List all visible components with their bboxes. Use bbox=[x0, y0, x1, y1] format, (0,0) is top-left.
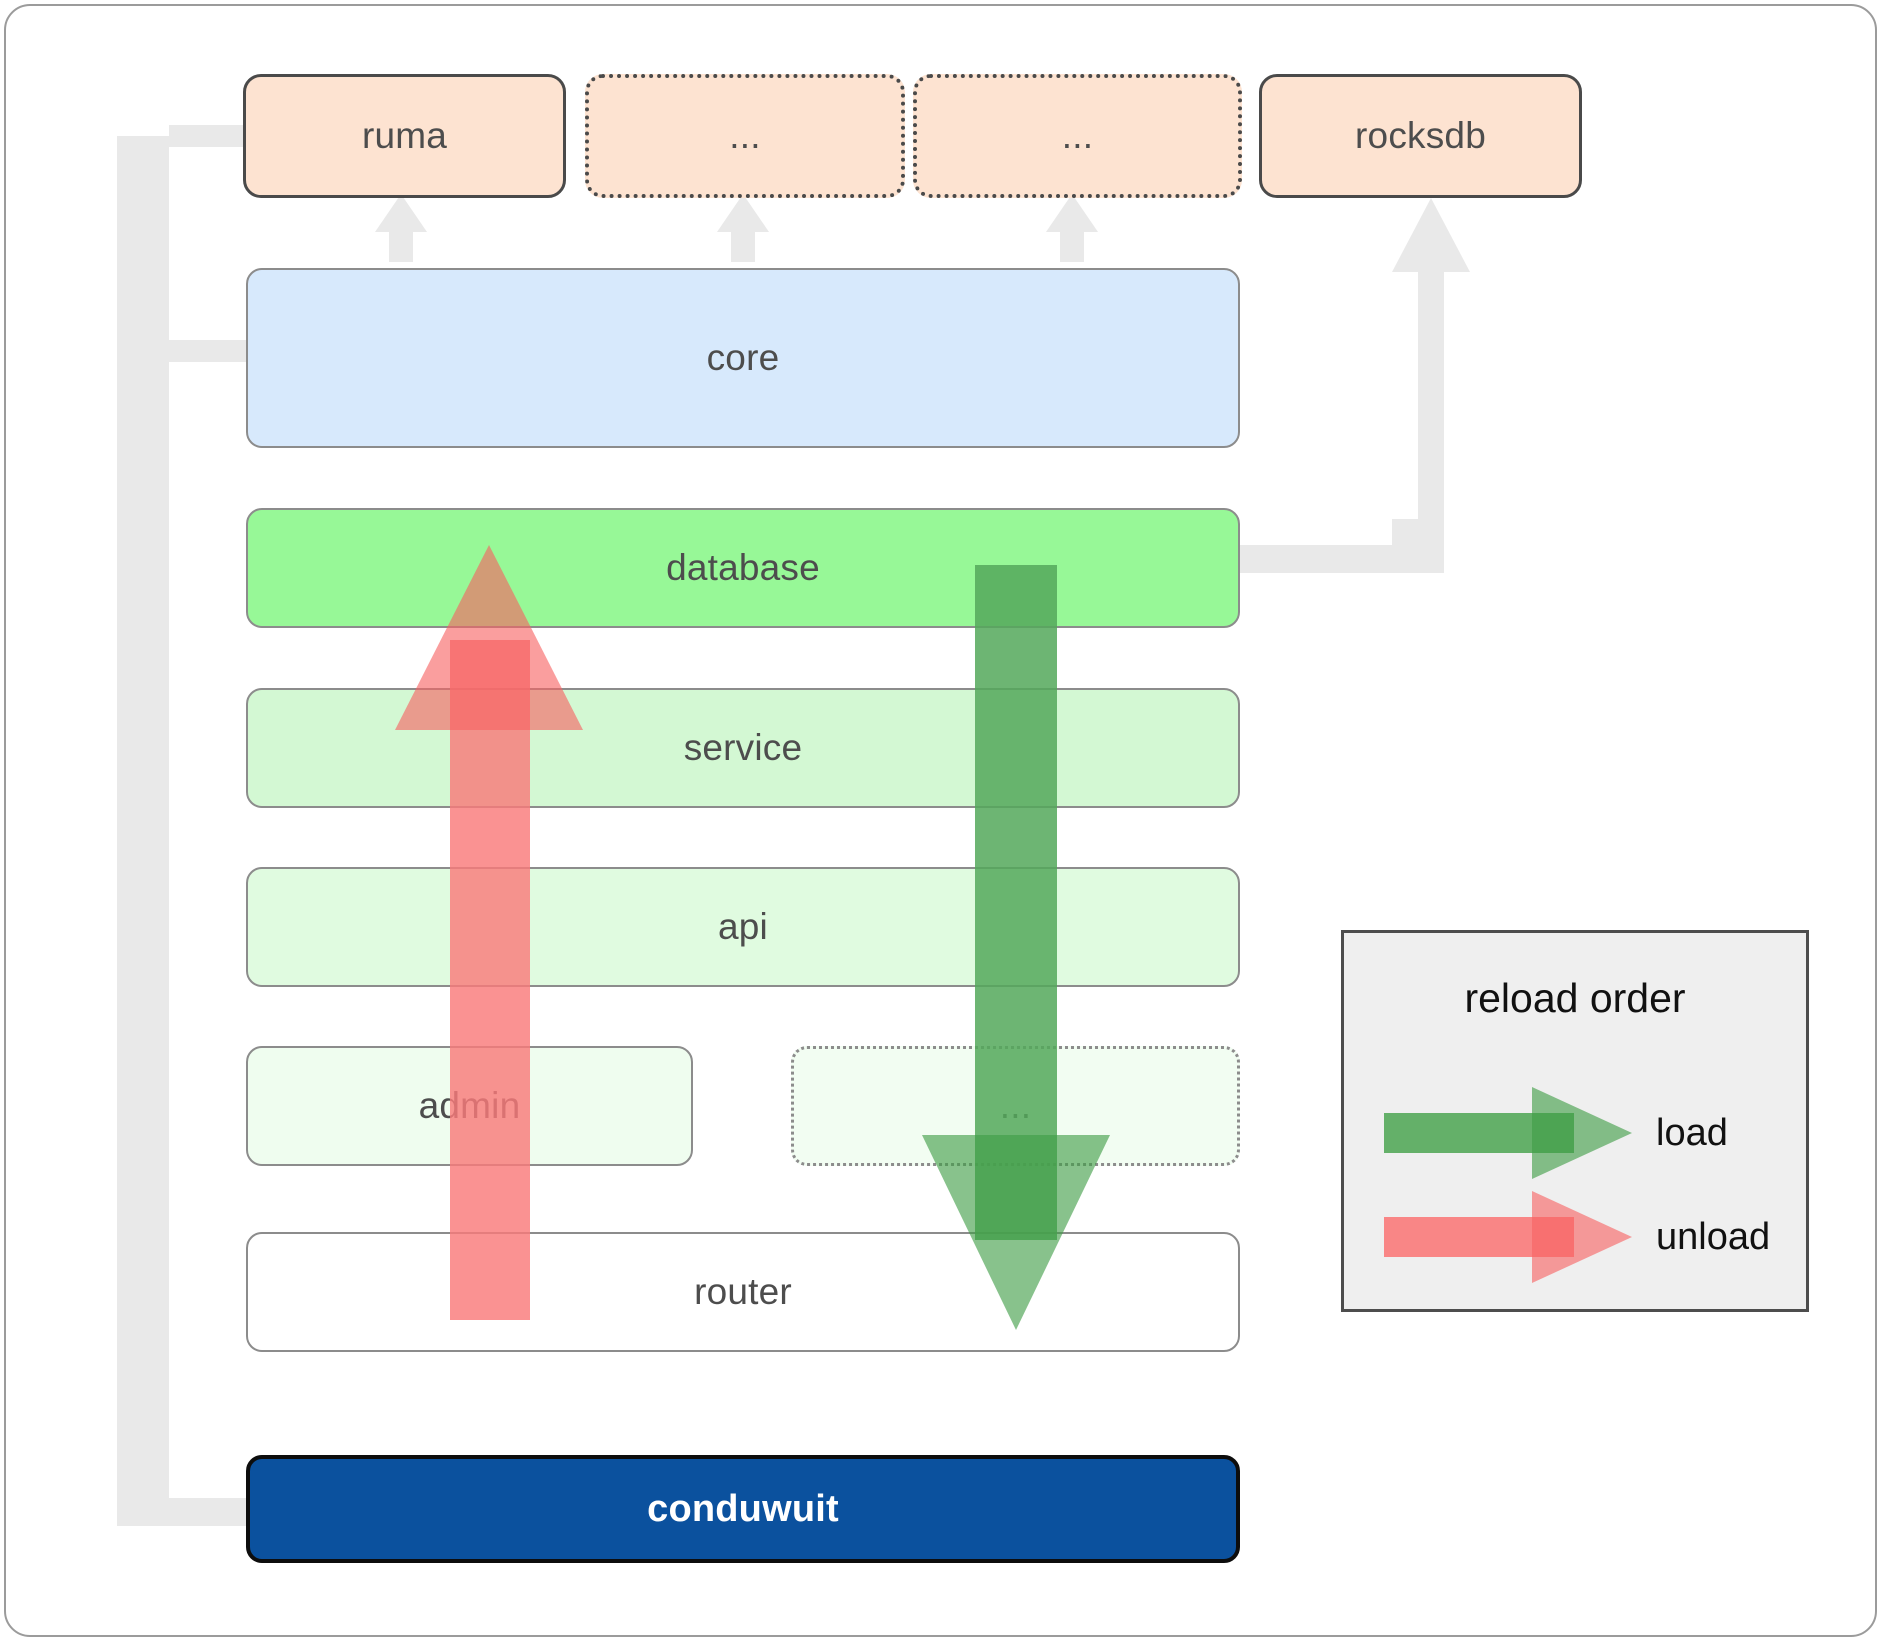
layer-node-admin[interactable]: admin bbox=[246, 1046, 693, 1166]
layer-node-service[interactable]: service bbox=[246, 688, 1240, 808]
layer-label: ... bbox=[999, 1085, 1032, 1126]
layer-label: core bbox=[706, 337, 780, 378]
connector-database-to-rocksdb bbox=[1240, 198, 1470, 573]
arrow-core-to-dep-b bbox=[1046, 194, 1098, 262]
legend-label-unload: unload bbox=[1656, 1216, 1771, 1258]
layer-node-database[interactable]: database bbox=[246, 508, 1240, 628]
layer-label: router bbox=[694, 1271, 792, 1312]
dependency-node-rocksdb[interactable]: rocksdb bbox=[1259, 74, 1582, 198]
legend-title: reload order bbox=[1464, 975, 1686, 1021]
legend-label-load: load bbox=[1656, 1112, 1728, 1154]
layer-node-router[interactable]: router bbox=[246, 1232, 1240, 1352]
root-label: conduwuit bbox=[647, 1487, 839, 1530]
layer-node-ellipsis[interactable]: ... bbox=[791, 1046, 1240, 1166]
layer-node-api[interactable]: api bbox=[246, 867, 1240, 987]
dependency-node-ruma[interactable]: ruma bbox=[243, 74, 566, 198]
unload-arrow-icon bbox=[1384, 1191, 1632, 1283]
layer-label: database bbox=[666, 547, 820, 588]
arrow-core-to-ruma bbox=[375, 194, 427, 262]
legend-row-load: load bbox=[1344, 1085, 1806, 1181]
dependency-node-ellipsis-2[interactable]: ... bbox=[913, 74, 1242, 198]
dependency-label: ... bbox=[1061, 115, 1094, 156]
legend-row-unload: unload bbox=[1344, 1189, 1806, 1285]
dependency-label: ruma bbox=[361, 115, 448, 156]
layer-label: api bbox=[718, 906, 768, 947]
root-node-conduwuit[interactable]: conduwuit bbox=[246, 1455, 1240, 1563]
layer-node-core[interactable]: core bbox=[246, 268, 1240, 448]
dependency-label: rocksdb bbox=[1355, 115, 1486, 156]
layer-label: admin bbox=[418, 1085, 521, 1126]
legend-panel: reload order load unload bbox=[1341, 930, 1809, 1312]
dependency-label: ... bbox=[729, 115, 761, 156]
dependency-node-ellipsis-1[interactable]: ... bbox=[585, 74, 905, 198]
load-arrow-icon bbox=[1384, 1087, 1632, 1179]
arrow-core-to-dep-a bbox=[717, 194, 769, 262]
connector-core-to-dependencies bbox=[375, 194, 1098, 262]
layer-label: service bbox=[683, 727, 803, 768]
